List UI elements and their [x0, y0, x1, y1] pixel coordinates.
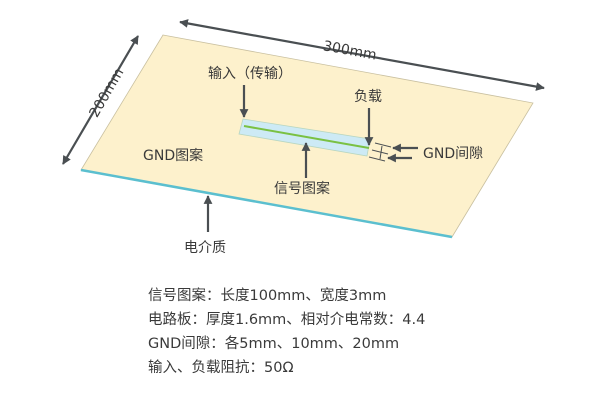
- spec-notes: 信号图案：长度100mm、宽度3mm 电路板：厚度1.6mm、相对介电常数：4.…: [148, 284, 425, 380]
- note-board: 电路板：厚度1.6mm、相对介电常数：4.4: [148, 312, 426, 328]
- depth-dimension-arrow: [62, 35, 139, 165]
- width-dimension-arrow: [179, 19, 545, 91]
- load-label: 负载: [354, 89, 382, 105]
- note-signal: 信号图案：长度100mm、宽度3mm: [148, 288, 387, 304]
- dielectric-edge: [80, 168, 453, 239]
- signal-pattern-label: 信号图案: [274, 180, 330, 197]
- gnd-gap-marks: [368, 142, 392, 162]
- signal-line: [243, 125, 370, 149]
- width-label: 300mm: [322, 38, 378, 63]
- note-gnd-gap: GND间隙：各5mm、10mm、20mm: [148, 336, 400, 352]
- gnd-gap-label: GND间隙: [423, 146, 483, 162]
- dielectric-label: 电介质: [184, 240, 226, 256]
- gnd-pattern-label: GND图案: [143, 147, 203, 164]
- input-label: 输入（传输）: [208, 66, 292, 82]
- note-impedance: 输入、负载阻抗：50Ω: [148, 360, 294, 376]
